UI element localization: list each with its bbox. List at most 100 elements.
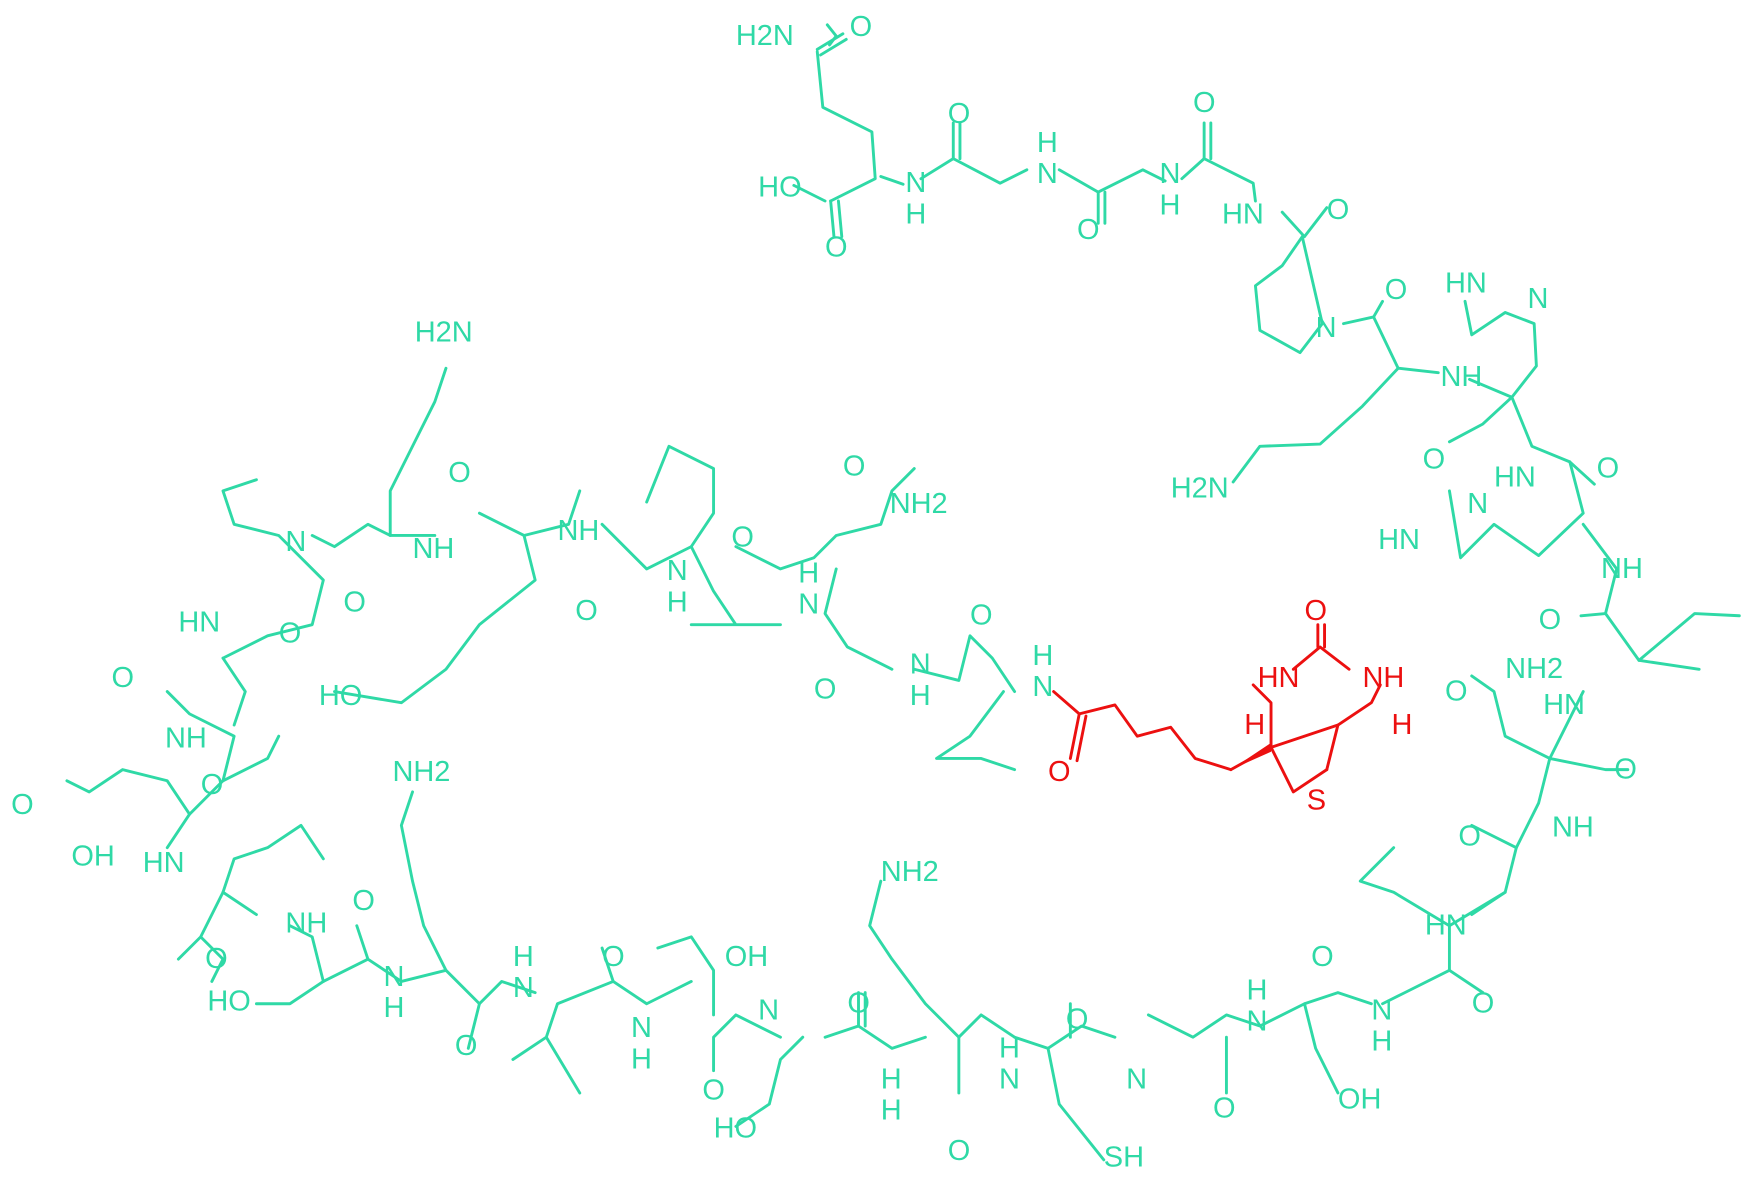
atom-label: N: [384, 961, 405, 993]
peptide-bonds: [65, 23, 1741, 1162]
atom-label: O: [575, 595, 598, 627]
atom-label: H2N: [736, 20, 794, 52]
atom-label: H2N: [1171, 473, 1229, 505]
atom-label: N: [513, 972, 534, 1004]
atom-label: O: [1539, 604, 1562, 636]
atom-label: H: [1371, 1026, 1392, 1058]
atom-label: NH2: [392, 756, 450, 788]
atom-label: O: [1213, 1092, 1236, 1124]
atom-label: O: [201, 769, 224, 801]
atom-label: N: [667, 555, 688, 587]
atom-label: N: [1032, 671, 1053, 703]
atom-label: N: [1126, 1063, 1147, 1095]
atom-label: N: [758, 994, 779, 1026]
atom-label: NH: [285, 907, 327, 939]
atom-label: H: [910, 680, 931, 712]
atom-label: O: [1445, 675, 1468, 707]
atom-label: O: [948, 98, 971, 130]
atom-label: N: [1527, 283, 1548, 315]
atom-label: NH: [1441, 361, 1483, 393]
atom-label: OH: [71, 841, 114, 873]
atom-label: O: [1193, 87, 1216, 119]
atom-label: O: [970, 600, 993, 632]
atom-label: NH2: [890, 488, 948, 520]
atom-label: N: [1467, 488, 1488, 520]
atom-label: N: [1160, 158, 1181, 190]
atom-label: SH: [1104, 1142, 1144, 1174]
atom-label: NH: [557, 515, 599, 547]
atom-label: NH: [1552, 812, 1594, 844]
atom-label: N: [910, 649, 931, 681]
atom-label: HN: [1494, 461, 1536, 493]
atom-label: O: [1048, 756, 1071, 788]
atom-label: HN: [1222, 198, 1264, 230]
atom-label: O: [1077, 214, 1100, 246]
atom-label: HO: [714, 1113, 757, 1145]
atom-label: O: [825, 232, 848, 264]
atom-label: H: [1160, 189, 1181, 221]
atom-label: NH: [165, 722, 207, 754]
atom-label: HN: [143, 847, 185, 879]
atom-label: O: [1458, 820, 1481, 852]
atom-label: H: [881, 1063, 902, 1095]
atom-label: H2N: [415, 316, 473, 348]
atom-label: HO: [207, 985, 250, 1017]
atom-label: H: [667, 586, 688, 618]
atom-label: NH: [1362, 662, 1404, 694]
atom-label: OH: [1338, 1084, 1381, 1116]
atom-label: HO: [758, 172, 801, 204]
atom-label: O: [814, 673, 837, 705]
atom-label: NH: [1601, 553, 1643, 585]
biotin-bonds: [1052, 623, 1382, 794]
atom-label: N: [1247, 1006, 1268, 1038]
atom-label: H: [1247, 974, 1268, 1006]
atom-label: O: [1423, 444, 1446, 476]
atom-label: O: [279, 618, 302, 650]
atom-label: O: [111, 662, 134, 694]
atom-label: O: [448, 457, 471, 489]
atom-label: O: [843, 450, 866, 482]
atom-label: H: [881, 1095, 902, 1127]
atom-label: O: [602, 941, 625, 973]
atom-label: HN: [1378, 524, 1420, 556]
atom-label: HN: [178, 606, 220, 638]
atom-label: H: [1032, 640, 1053, 672]
atom-label: HN: [1543, 689, 1585, 721]
atom-label: HO: [319, 680, 362, 712]
atom-label: NH2: [881, 856, 939, 888]
atom-label: S: [1307, 785, 1326, 817]
atom-label: N: [798, 589, 819, 621]
atom-label: H: [1037, 127, 1058, 159]
atom-label: O: [850, 11, 873, 43]
atom-label: O: [1304, 595, 1327, 627]
peptide-labels: H2N O HO O N H O H N O N H O HN O N O NH…: [11, 11, 1643, 1174]
atom-label: N: [999, 1063, 1020, 1095]
atom-label: O: [1614, 754, 1637, 786]
atom-label: N: [1371, 994, 1392, 1026]
atom-label: NH: [413, 533, 455, 565]
atom-label: H: [1391, 709, 1412, 741]
atom-label: O: [1311, 941, 1334, 973]
atom-label: H: [1244, 709, 1265, 741]
atom-label: O: [1472, 988, 1495, 1020]
atom-label: N: [1037, 158, 1058, 190]
atom-label: H: [999, 1032, 1020, 1064]
atom-label: H: [798, 557, 819, 589]
biotin-labels: O O HN NH H H S: [1048, 595, 1412, 817]
atom-label: H: [513, 941, 534, 973]
atom-label: O: [455, 1030, 478, 1062]
atom-label: O: [1327, 194, 1350, 226]
atom-label: HN: [1445, 267, 1487, 299]
atom-label: O: [1385, 274, 1408, 306]
atom-label: HN: [1258, 662, 1300, 694]
atom-label: H: [384, 992, 405, 1024]
atom-label: NH2: [1505, 653, 1563, 685]
atom-label: O: [948, 1135, 971, 1167]
atom-label: O: [702, 1075, 725, 1107]
atom-label: N: [631, 1012, 652, 1044]
atom-label: H: [905, 198, 926, 230]
atom-label: O: [1597, 453, 1620, 485]
atom-label: O: [343, 586, 366, 618]
